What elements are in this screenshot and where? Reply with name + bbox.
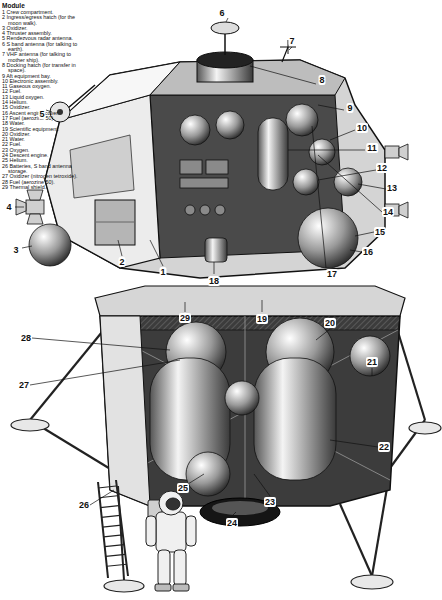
callout-number: 29	[179, 313, 191, 323]
key-entry: 26 Batteries, S band antenna storage.	[2, 164, 86, 175]
callout-number: 5	[38, 109, 45, 119]
callout-number: 27	[18, 380, 30, 390]
callout-number: 22	[378, 442, 390, 452]
callout-number: 11	[366, 143, 378, 153]
descent-engine	[200, 498, 280, 526]
callout-number: 17	[326, 269, 338, 279]
ascent-stage	[45, 60, 385, 278]
callout-number: 1	[159, 267, 166, 277]
callout-number: 26	[78, 500, 90, 510]
thruster	[16, 144, 408, 224]
callout-number: 28	[20, 333, 32, 343]
electronics	[180, 160, 228, 215]
callout-number: 10	[356, 123, 368, 133]
callout-number: 24	[226, 518, 238, 528]
leader-line	[15, 18, 386, 516]
key-list: 1 Crew compartment.2 Ingress/egress hatc…	[2, 10, 86, 190]
s-band-antenna	[211, 22, 239, 34]
callout-number: 7	[288, 36, 295, 46]
astronaut	[146, 491, 196, 591]
hatch	[95, 200, 135, 245]
callout-number: 13	[386, 183, 398, 193]
callout-number: 8	[318, 75, 325, 85]
tank	[29, 104, 362, 268]
callout-number: 3	[12, 245, 19, 255]
callout-number: 6	[218, 8, 225, 18]
callout-number: 16	[362, 247, 374, 257]
key-entry: 29 Thermal shield.	[2, 185, 86, 190]
callout-number: 25	[177, 483, 189, 493]
callout-number: 15	[374, 227, 386, 237]
ladder	[98, 480, 128, 580]
callout-number: 23	[264, 497, 276, 507]
key-entry: 2 Ingress/egress hatch (for the moon wal…	[2, 15, 86, 26]
key-entry: 6 S band antenna (for talking to earth).	[2, 42, 86, 53]
callout-number: 14	[382, 207, 394, 217]
callout-number: 12	[376, 163, 388, 173]
callout-number: 2	[118, 257, 125, 267]
callout-number: 21	[366, 357, 378, 367]
key-entry: 7 VHF antenna (for talking to mother shi…	[2, 52, 86, 63]
descent-stage	[100, 316, 400, 506]
callout-number: 9	[346, 103, 353, 113]
callout-number: 20	[324, 318, 336, 328]
title: Module	[2, 2, 25, 9]
thermal-shield	[95, 286, 405, 316]
callout-number: 4	[5, 202, 12, 212]
key-entry: 8 Docking hatch (for transfer in space).	[2, 63, 86, 74]
callout-number: 19	[256, 314, 268, 324]
callout-number: 18	[208, 276, 220, 286]
propellant-tank	[150, 318, 390, 496]
